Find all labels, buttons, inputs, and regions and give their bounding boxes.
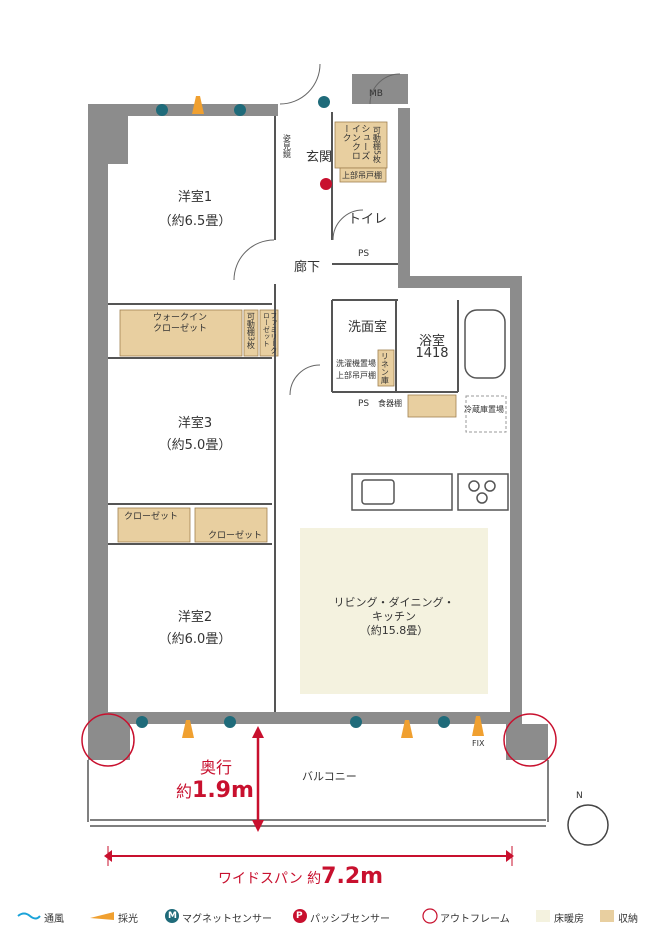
legend-wind: 通風 [44, 914, 64, 925]
outframe-icon [422, 908, 438, 924]
movable-shelf-3-label: 可動棚3枚 [246, 312, 256, 350]
balcony-label: バルコニー [302, 770, 357, 783]
legend-light: 採光 [118, 914, 138, 925]
legend-storage: 収納 [618, 914, 638, 925]
legend: 通風 採光 M マグネットセンサー P パッシブセンサー アウトフレーム 床暖房… [0, 906, 655, 926]
movable-shelf-5-label: 可動棚5枚 [372, 126, 382, 164]
walkin-line1: ウォークイン [152, 313, 207, 323]
bedroom1-size: （約6.5畳） [158, 214, 232, 229]
compass-north-label: N [576, 791, 583, 801]
legend-magnet: マグネットセンサー [182, 914, 272, 925]
ps1-label: PS [358, 249, 370, 259]
width-label: ワイドスパン 約 [218, 871, 322, 887]
ps2-label: PS [358, 399, 370, 409]
legend-outframe: アウトフレーム [440, 914, 510, 925]
ldk-size: （約15.8畳） [359, 624, 429, 637]
closet-b-label: クローゼット [208, 531, 263, 541]
kitchen-counters [351, 473, 509, 511]
legend-passive: パッシブセンサー [310, 914, 390, 925]
legend-floorheat: 床暖房 [554, 914, 584, 925]
magnet-icon [165, 909, 179, 923]
legend-passive-icon-letter: P [296, 911, 303, 921]
magnet-sensors [136, 96, 450, 728]
bedroom1-name: 洋室1 [177, 190, 213, 205]
outframe-columns [88, 724, 548, 760]
bedroom3-size: （約5.0畳） [158, 438, 232, 453]
storage-icon [600, 910, 614, 922]
light-icon [90, 912, 114, 920]
balcony-outline [87, 760, 549, 827]
depth-prefix: 約 [176, 782, 193, 801]
width-value: 7.2m [321, 864, 384, 889]
compass [567, 804, 609, 846]
fridge-area [465, 395, 507, 433]
depth-arrow [252, 726, 264, 832]
mb-label: MB [369, 89, 383, 99]
storage-areas [117, 121, 457, 543]
laundry-label: 洗濯機置場 [336, 359, 376, 368]
shoe-closet-label: シューズインクローク [340, 124, 370, 160]
mirror-label: 姿見鏡 [282, 134, 292, 158]
ldk-line2: キッチン [372, 610, 416, 623]
linen-label: リネン庫 [380, 352, 390, 384]
family-closet-label: ファミリークローゼット [262, 312, 278, 354]
laundry-upper-label: 上部吊戸棚 [336, 371, 376, 380]
pantry-label: 食器棚 [378, 399, 402, 408]
width-arrow [104, 846, 514, 866]
legend-icons [17, 908, 614, 924]
fridge-label: 冷蔵庫置場 [464, 405, 504, 414]
outframe-marks [81, 713, 557, 767]
fix-label: FIX [472, 739, 485, 748]
toilet-label: トイレ [348, 212, 388, 227]
width-value-row: ワイドスパン 約7.2m [218, 864, 383, 889]
depth-value-row: 約1.9m [176, 778, 254, 803]
walkin-line2: クローゼット [152, 324, 207, 334]
exterior-walls [88, 74, 522, 724]
entrance-label: 玄関 [306, 150, 333, 165]
bedroom3-name: 洋室3 [177, 416, 213, 431]
bedroom2-name: 洋室2 [177, 610, 213, 625]
floorheat-icon [536, 910, 550, 922]
bathroom-label: 浴室 [418, 334, 445, 349]
light-markers [182, 96, 484, 738]
bathtub [464, 309, 506, 379]
hallway-label: 廊下 [294, 260, 321, 275]
wind-icon [17, 912, 41, 920]
passive-sensor [320, 178, 332, 190]
closet-a-label: クローゼット [124, 512, 179, 522]
passive-icon [293, 909, 307, 923]
depth-value: 1.9m [192, 778, 254, 803]
bathroom-size: 1418 [415, 346, 449, 361]
legend-magnet-icon-letter: M [168, 911, 177, 921]
washroom-label: 洗面室 [348, 320, 388, 335]
bedroom2-size: （約6.0畳） [158, 632, 232, 647]
depth-label: 奥行 [200, 758, 233, 777]
ldk-line1: リビング・ダイニング・ [333, 596, 455, 609]
door-swings [233, 63, 401, 396]
interior-walls [108, 112, 459, 712]
upper-shelf-label: 上部吊戸棚 [342, 171, 382, 180]
floor-heating-area [300, 528, 488, 694]
